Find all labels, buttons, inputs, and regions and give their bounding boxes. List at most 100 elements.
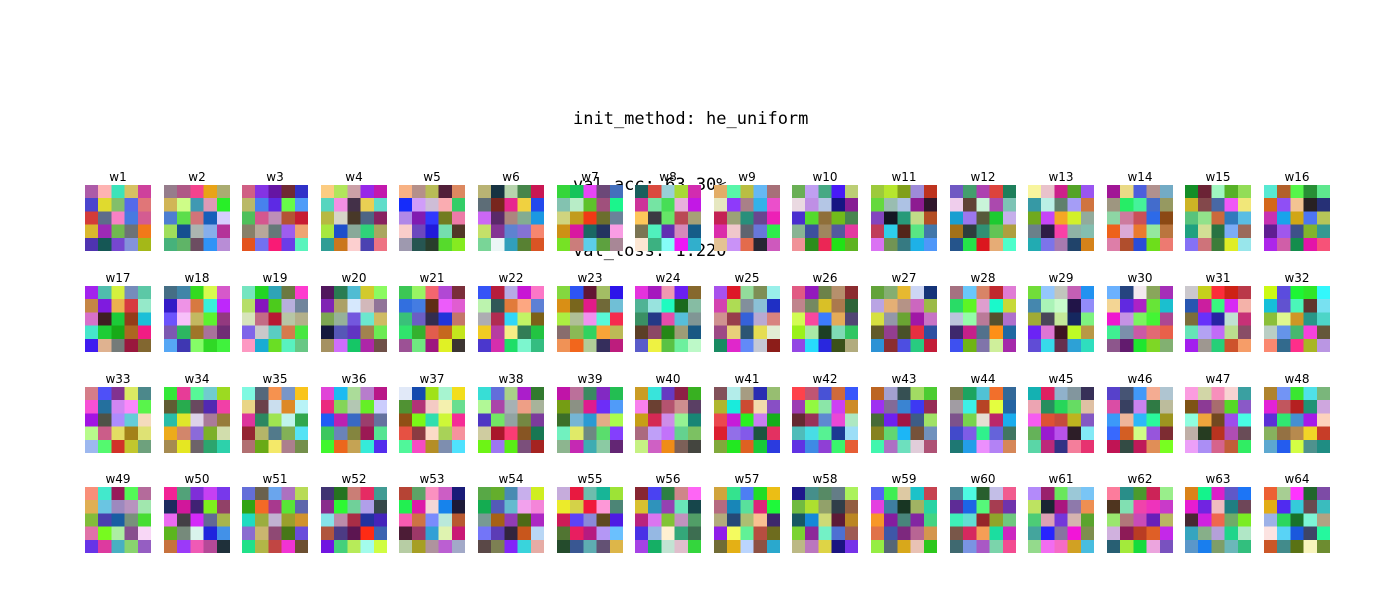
filter-image: [1028, 286, 1094, 352]
filter-label: w13: [1048, 170, 1074, 184]
filter-image: [871, 487, 937, 553]
filter-image: [557, 387, 623, 453]
filter-image: [635, 387, 701, 453]
filter-image: [164, 487, 230, 553]
filter-image: [714, 286, 780, 352]
filter-image: [792, 387, 858, 453]
filter-label: w5: [423, 170, 441, 184]
filter-image: [1264, 487, 1330, 553]
filter-image: [85, 487, 151, 553]
filter-label: w47: [1205, 372, 1231, 386]
filter-image: [1185, 286, 1251, 352]
filter-image: [1107, 286, 1173, 352]
filter-image: [242, 286, 308, 352]
filter-image: [557, 185, 623, 251]
filter-image: [950, 286, 1016, 352]
filter-label: w50: [184, 472, 210, 486]
filter-image: [871, 185, 937, 251]
filter-label: w24: [655, 271, 681, 285]
filter-image: [321, 185, 387, 251]
filter-image: [1028, 387, 1094, 453]
filter-label: w27: [891, 271, 917, 285]
filter-label: w30: [1127, 271, 1153, 285]
filter-label: w18: [184, 271, 210, 285]
filter-label: w51: [262, 472, 288, 486]
filter-label: w3: [266, 170, 284, 184]
filter-image: [635, 185, 701, 251]
filter-image: [871, 286, 937, 352]
filter-image: [1264, 286, 1330, 352]
filter-image: [950, 387, 1016, 453]
filter-label: w48: [1284, 372, 1310, 386]
filter-image: [557, 487, 623, 553]
filter-label: w33: [105, 372, 131, 386]
filter-label: w58: [812, 472, 838, 486]
filter-image: [1264, 387, 1330, 453]
filter-label: w19: [262, 271, 288, 285]
filter-image: [871, 387, 937, 453]
filter-image: [399, 286, 465, 352]
filter-image: [478, 487, 544, 553]
filter-label: w44: [970, 372, 996, 386]
filter-image: [478, 185, 544, 251]
filter-label: w28: [970, 271, 996, 285]
filter-label: w60: [970, 472, 996, 486]
filter-image: [399, 487, 465, 553]
filter-image: [714, 387, 780, 453]
filter-label: w9: [738, 170, 756, 184]
filter-image: [1107, 387, 1173, 453]
filter-label: w10: [812, 170, 838, 184]
filter-label: w63: [1205, 472, 1231, 486]
filter-label: w34: [184, 372, 210, 386]
filter-image: [950, 487, 1016, 553]
filter-label: w21: [419, 271, 445, 285]
filter-image: [164, 387, 230, 453]
filter-label: w64: [1284, 472, 1310, 486]
filter-label: w26: [812, 271, 838, 285]
filter-label: w52: [341, 472, 367, 486]
filter-label: w36: [341, 372, 367, 386]
filter-label: w40: [655, 372, 681, 386]
filter-label: w35: [262, 372, 288, 386]
filter-label: w54: [498, 472, 524, 486]
filter-label: w61: [1048, 472, 1074, 486]
filter-label: w31: [1205, 271, 1231, 285]
filter-label: w41: [734, 372, 760, 386]
filter-image: [164, 185, 230, 251]
filter-label: w22: [498, 271, 524, 285]
filter-image: [321, 286, 387, 352]
filter-image: [321, 387, 387, 453]
filter-label: w38: [498, 372, 524, 386]
filter-image: [399, 185, 465, 251]
filter-label: w29: [1048, 271, 1074, 285]
filter-label: w59: [891, 472, 917, 486]
filter-label: w37: [419, 372, 445, 386]
filter-image: [1028, 185, 1094, 251]
filter-image: [85, 286, 151, 352]
filter-image: [635, 487, 701, 553]
filter-image: [164, 286, 230, 352]
filter-label: w32: [1284, 271, 1310, 285]
filter-label: w4: [345, 170, 363, 184]
filter-image: [242, 487, 308, 553]
filter-label: w23: [577, 271, 603, 285]
filter-image: [950, 185, 1016, 251]
filter-label: w6: [502, 170, 520, 184]
filter-label: w39: [577, 372, 603, 386]
filter-image: [478, 286, 544, 352]
filter-label: w11: [891, 170, 917, 184]
filter-image: [85, 185, 151, 251]
filter-image: [714, 487, 780, 553]
filter-image: [1185, 487, 1251, 553]
filter-label: w7: [581, 170, 599, 184]
filter-label: w2: [188, 170, 206, 184]
filter-label: w15: [1205, 170, 1231, 184]
filter-label: w57: [734, 472, 760, 486]
filter-image: [478, 387, 544, 453]
filter-label: w12: [970, 170, 996, 184]
filter-label: w42: [812, 372, 838, 386]
filter-image: [1264, 185, 1330, 251]
filter-image: [714, 185, 780, 251]
